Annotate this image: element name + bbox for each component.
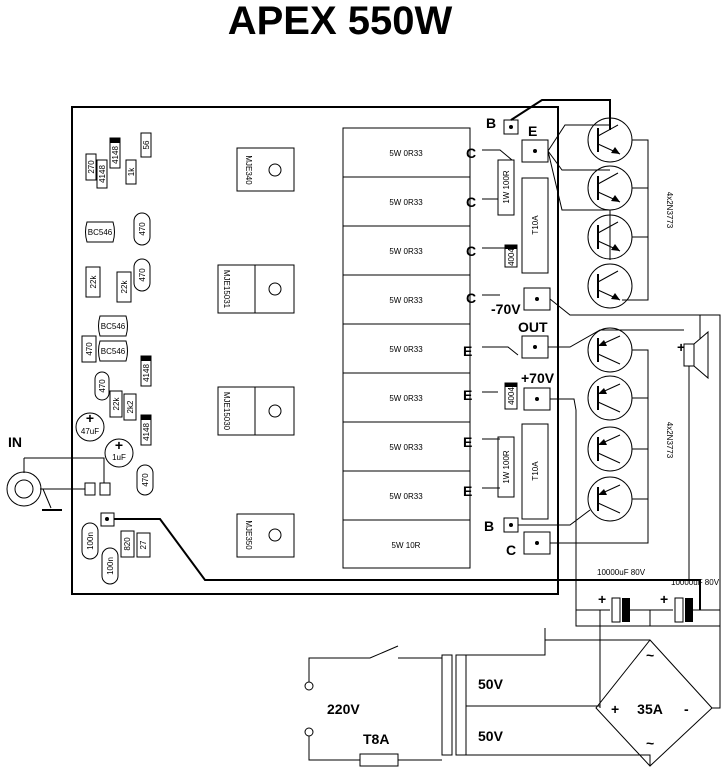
r470a: 470 [138,222,147,236]
terminal-b-top: B [486,115,496,131]
power-resistor-5: 5W 0R33 [389,345,423,354]
terminal-e2: E [463,387,472,403]
bc546c: BC546 [101,347,126,356]
terminal-e3: E [463,434,472,450]
power-resistor-2: 5W 0R33 [389,198,423,207]
speaker-plus: + [677,339,685,355]
r470c: 470 [85,342,94,356]
pcb-outline [71,106,559,595]
mje340-label: MJE340 [244,155,253,185]
bridge-ac-bottom: ~ [646,735,654,751]
terminal-b-bot: B [484,518,494,534]
r270: 270 [87,160,96,174]
r22ka: 22k [89,275,98,289]
secondary-1: 50V [478,676,504,692]
terminal-neg70: -70V [491,301,521,317]
speaker-icon: + [677,330,709,581]
terminal-c-bot: C [506,542,516,558]
power-resistor-6: 5W 0R33 [389,394,423,403]
terminal-c4: C [466,290,476,306]
power-resistor-1: 5W 0R33 [389,149,423,158]
w100r-top: 1W 100R [502,170,511,204]
bc546b: BC546 [101,322,126,331]
d4004-bot: 4004 [507,387,516,405]
d4148c: 4148 [142,364,151,382]
mains-voltage: 220V [327,701,360,717]
bridge-rating: 35A [637,701,663,717]
input-connector: IN [6,434,115,527]
ground-rail [114,518,701,610]
label-in: IN [8,434,22,450]
c1uf: 1uF [112,453,126,462]
power-supply: 10000uF 80V 10000uF 80V + + 35A + - ~ ~ … [304,568,721,767]
secondary-2: 50V [478,728,504,744]
power-resistor-3: 5W 0R33 [389,247,423,256]
mje350-label: MJE350 [244,520,253,550]
power-resistor-7: 5W 0R33 [389,443,423,452]
r820: 820 [123,537,132,551]
t10a-top: T10A [531,215,540,235]
mje15030-label: MJE15030 [222,392,231,431]
power-resistor-8: 5W 0R33 [389,492,423,501]
c100na: 100n [86,532,95,550]
cap-left-plus: + [598,591,606,607]
upper-output-stage: B E C C C C 1W 100R T10A 4004 -70V [466,99,701,340]
cap-right-plus: + [660,591,668,607]
terminal-c2: C [466,194,476,210]
w100r-bot: 1W 100R [502,450,511,484]
schematic-title: APEX 550W [228,0,453,43]
d4148d: 4148 [142,423,151,441]
t10a-bot: T10A [531,461,540,481]
terminal-e4: E [463,483,472,499]
terminal-pos70: +70V [521,370,555,386]
driver-transistors: MJE340 MJE15031 MJE15030 MJE350 [217,147,295,558]
power-resistor-9: 5W 10R [392,541,421,550]
r22kb: 22k [120,280,129,294]
d4148a: 4148 [98,165,107,183]
r56: 56 [142,140,151,149]
r1k: 1k [127,167,136,176]
r470b: 470 [138,268,147,282]
r470d: 470 [98,379,107,393]
power-resistor-4: 5W 0R33 [389,296,423,305]
mje15031-label: MJE15031 [222,270,231,309]
d4148b: 4148 [111,146,120,164]
bottom-group-label: 4x2N3773 [665,422,674,459]
terminal-e-top: E [528,123,537,139]
bridge-ac-top: ~ [646,647,654,663]
c47uf: 47uF [81,427,99,436]
top-group-label: 4x2N3773 [665,192,674,229]
c100nb: 100n [106,557,115,575]
cap-left-label: 10000uF 80V [597,568,646,577]
bridge-minus: - [684,701,689,717]
bc546a: BC546 [88,228,113,237]
d4004-top: 4004 [507,248,516,266]
terminal-c1: C [466,145,476,161]
lower-output-stage: OUT E E E E +70V 4004 1W 100R T10A B C [463,319,684,610]
power-resistor-column: 5W 0R33 5W 0R33 5W 0R33 5W 0R33 5W 0R33 … [342,127,471,569]
r22kc: 22k [112,397,121,411]
terminal-e1: E [463,343,472,359]
cap-right-label: 10000uF 80V [671,578,720,587]
bridge-plus: + [611,701,619,717]
plus-mark-47uf: + [86,410,94,426]
terminal-c3: C [466,243,476,259]
output-return [700,314,721,610]
plus-mark-1uf: + [115,437,123,453]
fuse-rating: T8A [363,731,389,747]
terminal-out: OUT [518,319,548,335]
r470e: 470 [141,473,150,487]
r27: 27 [139,540,148,549]
r2k2: 2k2 [126,400,135,413]
small-signal-parts: 270 4148 4148 56 1k BC546 470 22k 22k 47… [75,132,154,585]
